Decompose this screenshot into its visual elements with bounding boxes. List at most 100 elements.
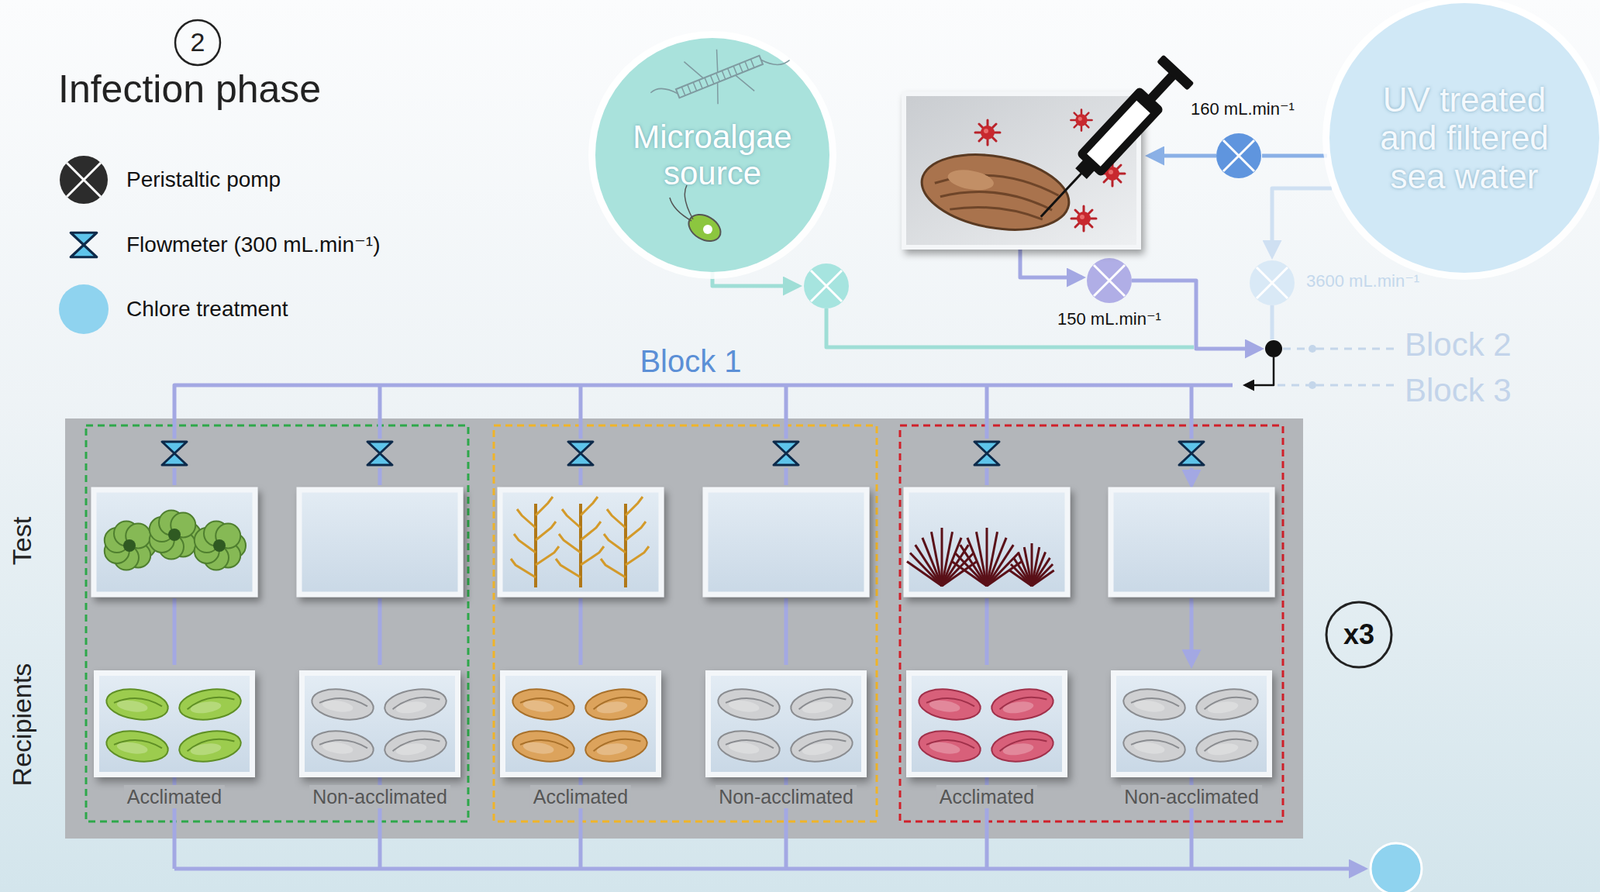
drawing-part bbox=[716, 727, 783, 766]
flowmeters-part bbox=[974, 441, 1000, 466]
tank-body bbox=[1110, 670, 1273, 778]
oyster bbox=[1194, 727, 1261, 766]
drawing-part bbox=[941, 561, 977, 587]
infection-tank-part bbox=[915, 144, 1075, 241]
drawing-part bbox=[321, 740, 355, 756]
oysters bbox=[299, 670, 461, 778]
drawing-part bbox=[189, 700, 223, 715]
oyster bbox=[789, 727, 856, 766]
node-label: Microalgae source bbox=[615, 118, 810, 192]
peristaltic-pumps-part bbox=[1249, 260, 1295, 306]
drawing-part bbox=[116, 740, 149, 756]
pipes-part bbox=[174, 777, 1192, 869]
drawing-part bbox=[123, 539, 136, 552]
infection-tank-part-part bbox=[1156, 54, 1194, 90]
flowmeters-part bbox=[162, 441, 187, 466]
peristaltic-pumps-part bbox=[1216, 133, 1262, 179]
infection-tank-part-part bbox=[1086, 100, 1151, 167]
drawing-part bbox=[522, 740, 556, 756]
drawing-part bbox=[917, 727, 983, 766]
drawing-part bbox=[310, 727, 376, 766]
oyster bbox=[716, 686, 783, 725]
recipient-tank: Acclimated bbox=[906, 670, 1068, 818]
drawing-part bbox=[580, 521, 601, 541]
tank-body bbox=[299, 670, 461, 778]
infection-tank-part bbox=[1070, 109, 1092, 131]
drawing-part bbox=[975, 531, 987, 587]
oyster bbox=[310, 686, 376, 725]
drawing-part bbox=[104, 686, 171, 725]
oyster bbox=[310, 727, 376, 766]
oyster bbox=[382, 686, 449, 725]
drawing-part bbox=[681, 86, 685, 96]
peristaltic-pumps-part bbox=[1256, 267, 1288, 299]
drawing-part bbox=[395, 741, 428, 757]
drawing-part bbox=[917, 686, 983, 725]
flow-rate: 3600 mL.min⁻¹ bbox=[1306, 271, 1420, 291]
drawing-part bbox=[989, 727, 1056, 766]
pipes-part bbox=[174, 385, 1233, 439]
drawing-part bbox=[986, 544, 1014, 587]
oysters bbox=[500, 670, 662, 778]
drawing-part bbox=[1031, 570, 1055, 587]
infection-tank-part-part bbox=[1041, 172, 1083, 218]
junctions-part bbox=[1308, 381, 1317, 390]
diatom bbox=[644, 37, 796, 128]
infection-tank-part bbox=[1025, 54, 1194, 232]
peristaltic-pumps-part bbox=[1223, 140, 1255, 172]
source-circle: Microalgae source bbox=[595, 37, 830, 273]
drawing-part bbox=[989, 686, 1056, 725]
drawing-part bbox=[716, 686, 783, 725]
drawing-part bbox=[510, 686, 577, 725]
drawing-part bbox=[931, 531, 942, 587]
drawing-part bbox=[382, 727, 449, 766]
pipes-part bbox=[174, 598, 1192, 666]
oyster bbox=[583, 727, 650, 766]
pipes bbox=[174, 155, 1396, 869]
callout-number: 2 bbox=[190, 27, 206, 58]
drawing-part bbox=[562, 509, 581, 528]
flow-rate: 160 mL.min⁻¹ bbox=[1190, 99, 1295, 119]
legend-swatch bbox=[58, 284, 109, 335]
grey-panel bbox=[65, 418, 1304, 839]
oyster bbox=[989, 686, 1056, 725]
oyster bbox=[917, 727, 983, 766]
drawing-part bbox=[1133, 740, 1166, 756]
oyster bbox=[1194, 686, 1261, 725]
drawing-part bbox=[644, 37, 796, 128]
group-frames bbox=[86, 425, 1283, 822]
recipient-tank: Acclimated bbox=[93, 670, 256, 818]
block-label: Block 2 bbox=[1404, 326, 1512, 364]
drawing-part bbox=[579, 503, 583, 588]
replicate-circle bbox=[1326, 602, 1392, 668]
seaweed bbox=[906, 527, 1055, 587]
oyster bbox=[1121, 686, 1188, 725]
legend-symbols bbox=[59, 155, 108, 258]
chlore-tank bbox=[1370, 843, 1422, 892]
seaweed bbox=[510, 496, 649, 588]
drawing-part bbox=[596, 741, 629, 757]
flowmeters-part bbox=[1179, 441, 1204, 466]
drawing-part bbox=[600, 558, 626, 578]
oyster bbox=[716, 727, 783, 766]
drawing-part bbox=[535, 521, 556, 541]
drawing-part bbox=[928, 698, 962, 714]
drawing-part bbox=[986, 561, 1022, 587]
drawing-part bbox=[116, 698, 149, 714]
oyster bbox=[177, 686, 244, 725]
pipes-part bbox=[1272, 188, 1332, 256]
source-circle: UV treated and filtered sea water bbox=[1329, 3, 1600, 273]
group-label: Acclimated bbox=[124, 785, 225, 809]
test-tanks bbox=[93, 489, 1273, 595]
infection-tank-part-part bbox=[1075, 86, 1165, 178]
group-frames-part bbox=[900, 425, 1283, 822]
pipes-part bbox=[1262, 154, 1328, 159]
group-label: Acclimated bbox=[530, 785, 632, 809]
tank-body bbox=[906, 670, 1068, 778]
drawing-part bbox=[716, 72, 720, 82]
drawing-part bbox=[177, 727, 244, 766]
drawing-part bbox=[168, 528, 181, 542]
flow-rate: 150 mL.min⁻¹ bbox=[1057, 309, 1162, 329]
drawing-part bbox=[558, 534, 581, 553]
